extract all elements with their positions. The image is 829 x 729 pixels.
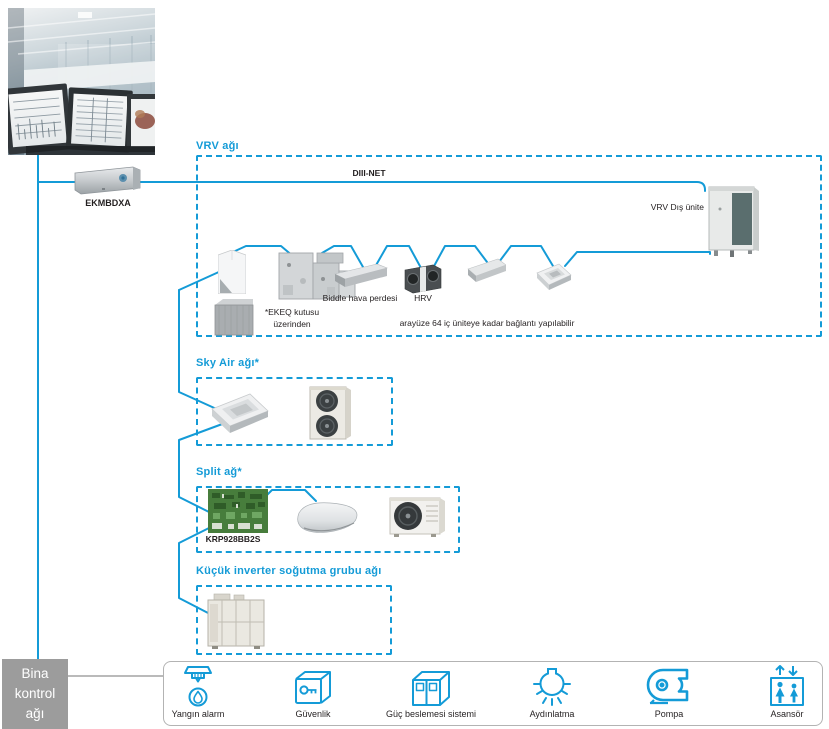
skyair-network-title: Sky Air ağı* bbox=[196, 357, 260, 369]
vrv-outdoor-unit bbox=[708, 186, 759, 257]
vrv-outdoor-label: VRV Dış ünite bbox=[650, 202, 704, 212]
safe-key-icon bbox=[248, 664, 378, 707]
ekmbdxa-label: EKMBDXA bbox=[85, 198, 131, 208]
vrv-floor-unit bbox=[218, 250, 246, 294]
hrv-label: HRV bbox=[414, 293, 432, 303]
ekeq-label: *EKEQ kutusu üzerinden bbox=[250, 306, 334, 330]
control-room-photo bbox=[8, 8, 155, 155]
building-label-line1: Bina bbox=[21, 666, 49, 681]
skyair-network-box bbox=[196, 377, 393, 446]
split-wall-unit bbox=[297, 502, 358, 533]
building-control-network-box: Bina kontrol ağı bbox=[2, 659, 68, 729]
hrv-unit bbox=[404, 264, 442, 294]
ducted-unit bbox=[467, 258, 506, 282]
service-power-supply: Güç beslemesi sistemi bbox=[366, 664, 496, 719]
skyair-outdoor-unit bbox=[309, 386, 351, 440]
service-fire-alarm: Yangın alarm bbox=[133, 664, 263, 719]
service-label: Güç beslemesi sistemi bbox=[385, 709, 477, 719]
vrv-64-units-note: arayüze 64 iç üniteye kadar bağlantı yap… bbox=[399, 318, 575, 328]
skyair-cassette-unit bbox=[211, 393, 269, 433]
light-bulb-icon bbox=[487, 664, 617, 707]
ekeq-label-line2: üzerinden bbox=[273, 319, 311, 329]
building-label-line2: kontrol bbox=[14, 686, 56, 701]
chiller-network-box bbox=[196, 585, 392, 655]
service-pump: Pompa bbox=[604, 664, 734, 719]
service-security: Güvenlik bbox=[248, 664, 378, 719]
building-label-line3: ağı bbox=[25, 706, 45, 721]
inverter-chiller-unit bbox=[207, 593, 265, 649]
vrv-condensing-box bbox=[214, 299, 254, 336]
service-label: Güvenlik bbox=[295, 709, 331, 719]
service-elevator: Asansör bbox=[722, 664, 829, 719]
elevator-icon bbox=[722, 664, 829, 707]
chiller-network-title: Küçük inverter soğutma grubu ağı bbox=[196, 565, 382, 577]
split-network-title: Split ağ* bbox=[196, 466, 242, 478]
krp-label: KRP928BB2S bbox=[205, 534, 261, 544]
pump-icon bbox=[604, 664, 734, 707]
vrv-network-title: VRV ağı bbox=[196, 140, 239, 152]
split-network-box bbox=[196, 486, 460, 553]
split-outdoor-unit bbox=[389, 497, 445, 537]
krp-pcb-board bbox=[208, 489, 268, 533]
service-label: Asansör bbox=[770, 709, 804, 719]
service-lighting: Aydınlatma bbox=[487, 664, 617, 719]
ekeq-label-line1: *EKEQ kutusu bbox=[264, 307, 320, 317]
service-label: Yangın alarm bbox=[171, 709, 225, 719]
sprinkler-flame-icon bbox=[133, 664, 263, 707]
vrv-cassette-unit bbox=[536, 263, 572, 290]
biddle-label: Biddle hava perdesi bbox=[322, 293, 398, 303]
diii-net-label: DIII-NET bbox=[352, 168, 386, 178]
vrv-network-box bbox=[196, 155, 822, 337]
biddle-air-curtain bbox=[334, 264, 388, 287]
power-cabinet-icon bbox=[366, 664, 496, 707]
ekmbdxa-gateway-device bbox=[74, 166, 141, 195]
service-label: Pompa bbox=[654, 709, 684, 719]
service-label: Aydınlatma bbox=[529, 709, 575, 719]
building-services-panel: Yangın alarm Güvenlik bbox=[163, 661, 823, 726]
